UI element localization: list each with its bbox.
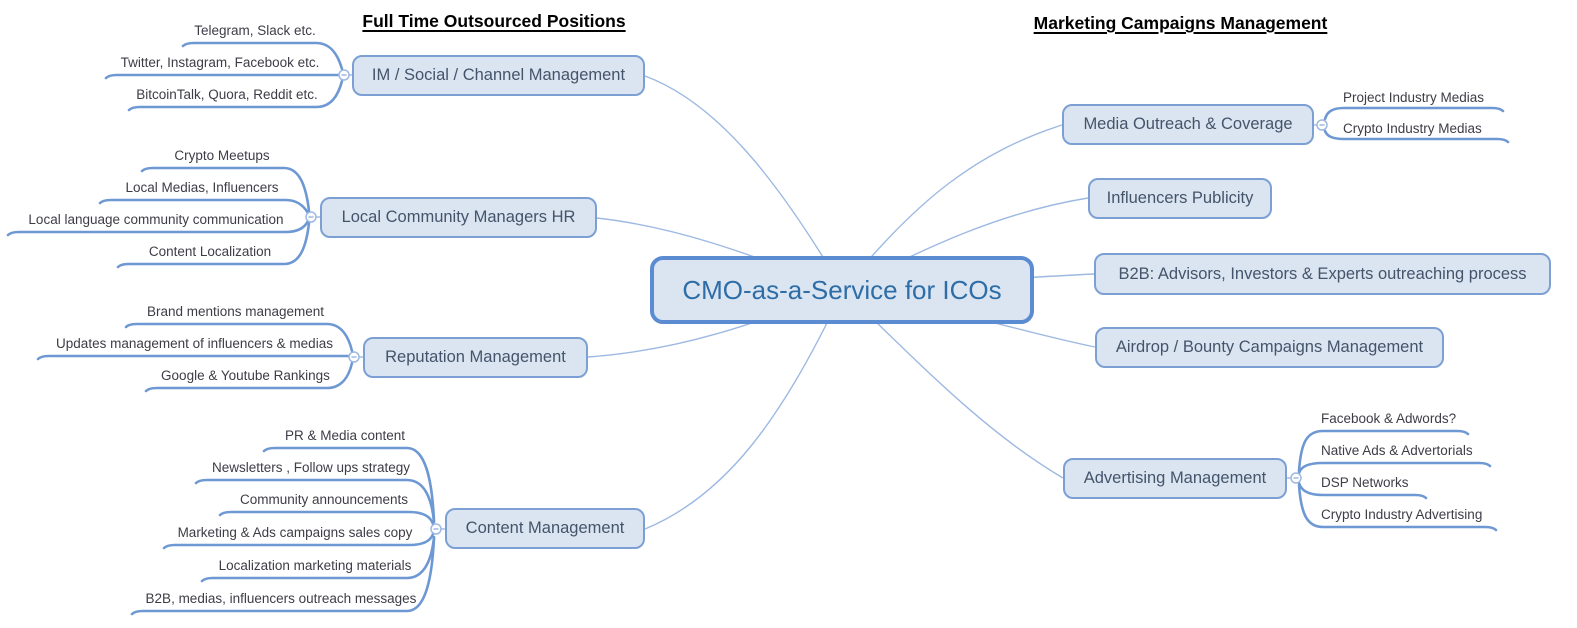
wire-google-youtube xyxy=(144,361,354,393)
wire-dsp-networks xyxy=(1297,481,1428,500)
leaf-community-announcements[interactable]: Community announcements xyxy=(239,492,409,507)
leaf-facebook-adwords[interactable]: Facebook & Adwords? xyxy=(1321,411,1457,426)
wire-newsletters xyxy=(194,478,436,524)
node-local-community-managers-hr[interactable]: Local Community Managers HR xyxy=(320,197,597,238)
leaf-bitcointalk-quora-reddit[interactable]: BitcoinTalk, Quora, Reddit etc. xyxy=(136,87,318,102)
collapse-toggle-content[interactable] xyxy=(430,523,442,535)
node-b2b-outreaching-process[interactable]: B2B: Advisors, Investors & Experts outre… xyxy=(1094,253,1551,295)
node-im-social-channel-management[interactable]: IM / Social / Channel Management xyxy=(352,55,645,96)
wire-local-language xyxy=(6,219,310,237)
wire-b2b-outreach-messages xyxy=(130,536,436,616)
curve-center-content xyxy=(644,289,844,530)
node-media-outreach-coverage[interactable]: Media Outreach & Coverage xyxy=(1062,104,1314,145)
collapse-toggle-im-social[interactable] xyxy=(338,69,350,81)
wire-crypto-advertising xyxy=(1297,483,1498,532)
wire-content-localization xyxy=(116,221,311,269)
wire-project-industry-medias xyxy=(1323,106,1505,121)
leaf-crypto-meetups[interactable]: Crypto Meetups xyxy=(174,148,270,163)
leaf-marketing-ads-sales-copy[interactable]: Marketing & Ads campaigns sales copy xyxy=(177,525,413,540)
node-content-management[interactable]: Content Management xyxy=(445,508,645,549)
node-central-topic[interactable]: CMO-as-a-Service for ICOs xyxy=(650,256,1034,324)
collapse-toggle-reputation[interactable] xyxy=(348,351,360,363)
leaf-local-language-communication[interactable]: Local language community communication xyxy=(28,212,284,227)
wire-brand-mentions xyxy=(124,322,354,353)
node-reputation-management[interactable]: Reputation Management xyxy=(363,337,588,378)
wire-pr-media xyxy=(262,446,436,523)
leaf-updates-management-influencers[interactable]: Updates management of influencers & medi… xyxy=(56,336,333,351)
collapse-toggle-local-community[interactable] xyxy=(305,211,317,223)
wire-localization-materials xyxy=(200,535,436,583)
leaf-pr-media-content[interactable]: PR & Media content xyxy=(284,428,406,443)
collapse-toggle-media-outreach[interactable] xyxy=(1316,119,1328,131)
leaf-local-medias-influencers[interactable]: Local Medias, Influencers xyxy=(125,180,279,195)
collapse-toggle-advertising[interactable] xyxy=(1290,472,1302,484)
header-marketing-campaigns-management[interactable]: Marketing Campaigns Management xyxy=(1033,13,1328,33)
node-advertising-management[interactable]: Advertising Management xyxy=(1063,458,1287,499)
wire-local-medias xyxy=(98,198,310,215)
wire-crypto-meetups xyxy=(140,166,311,213)
leaf-telegram-slack[interactable]: Telegram, Slack etc. xyxy=(194,23,316,38)
header-full-time-outsourced-positions[interactable]: Full Time Outsourced Positions xyxy=(362,11,626,31)
leaf-twitter-instagram-facebook[interactable]: Twitter, Instagram, Facebook etc. xyxy=(120,55,320,70)
wire-telegram-slack xyxy=(181,41,344,71)
node-influencers-publicity[interactable]: Influencers Publicity xyxy=(1088,178,1272,219)
leaf-localization-marketing-materials[interactable]: Localization marketing materials xyxy=(218,558,412,573)
wire-community-announcements xyxy=(218,510,435,526)
node-airdrop-bounty-campaigns[interactable]: Airdrop / Bounty Campaigns Management xyxy=(1095,327,1444,368)
wire-updates-management xyxy=(36,354,351,361)
wire-facebook-adwords xyxy=(1297,429,1470,473)
wire-marketing-ads-copy xyxy=(162,532,435,550)
leaf-dsp-networks[interactable]: DSP Networks xyxy=(1321,475,1409,490)
leaf-native-ads-advertorials[interactable]: Native Ads & Advertorials xyxy=(1321,443,1473,458)
wire-native-ads xyxy=(1297,461,1492,475)
collapse-toggles xyxy=(305,69,1328,535)
leaf-b2b-outreach-messages[interactable]: B2B, medias, influencers outreach messag… xyxy=(145,591,417,606)
leaf-google-youtube-rankings[interactable]: Google & Youtube Rankings xyxy=(161,368,330,383)
wire-crypto-industry-medias xyxy=(1323,129,1510,144)
leaf-crypto-industry-medias[interactable]: Crypto Industry Medias xyxy=(1343,121,1482,136)
wire-twitter-instagram xyxy=(104,73,341,80)
leaf-crypto-industry-advertising[interactable]: Crypto Industry Advertising xyxy=(1321,507,1483,522)
leaf-brand-mentions-management[interactable]: Brand mentions management xyxy=(146,304,325,319)
curve-center-im-social xyxy=(644,75,844,291)
leaf-newsletters-followups[interactable]: Newsletters , Follow ups strategy xyxy=(211,460,411,475)
leaf-connectors xyxy=(6,41,1510,616)
leaf-content-localization[interactable]: Content Localization xyxy=(148,244,272,259)
leaf-project-industry-medias[interactable]: Project Industry Medias xyxy=(1343,90,1485,105)
wire-bitcointalk-quora xyxy=(127,79,344,112)
